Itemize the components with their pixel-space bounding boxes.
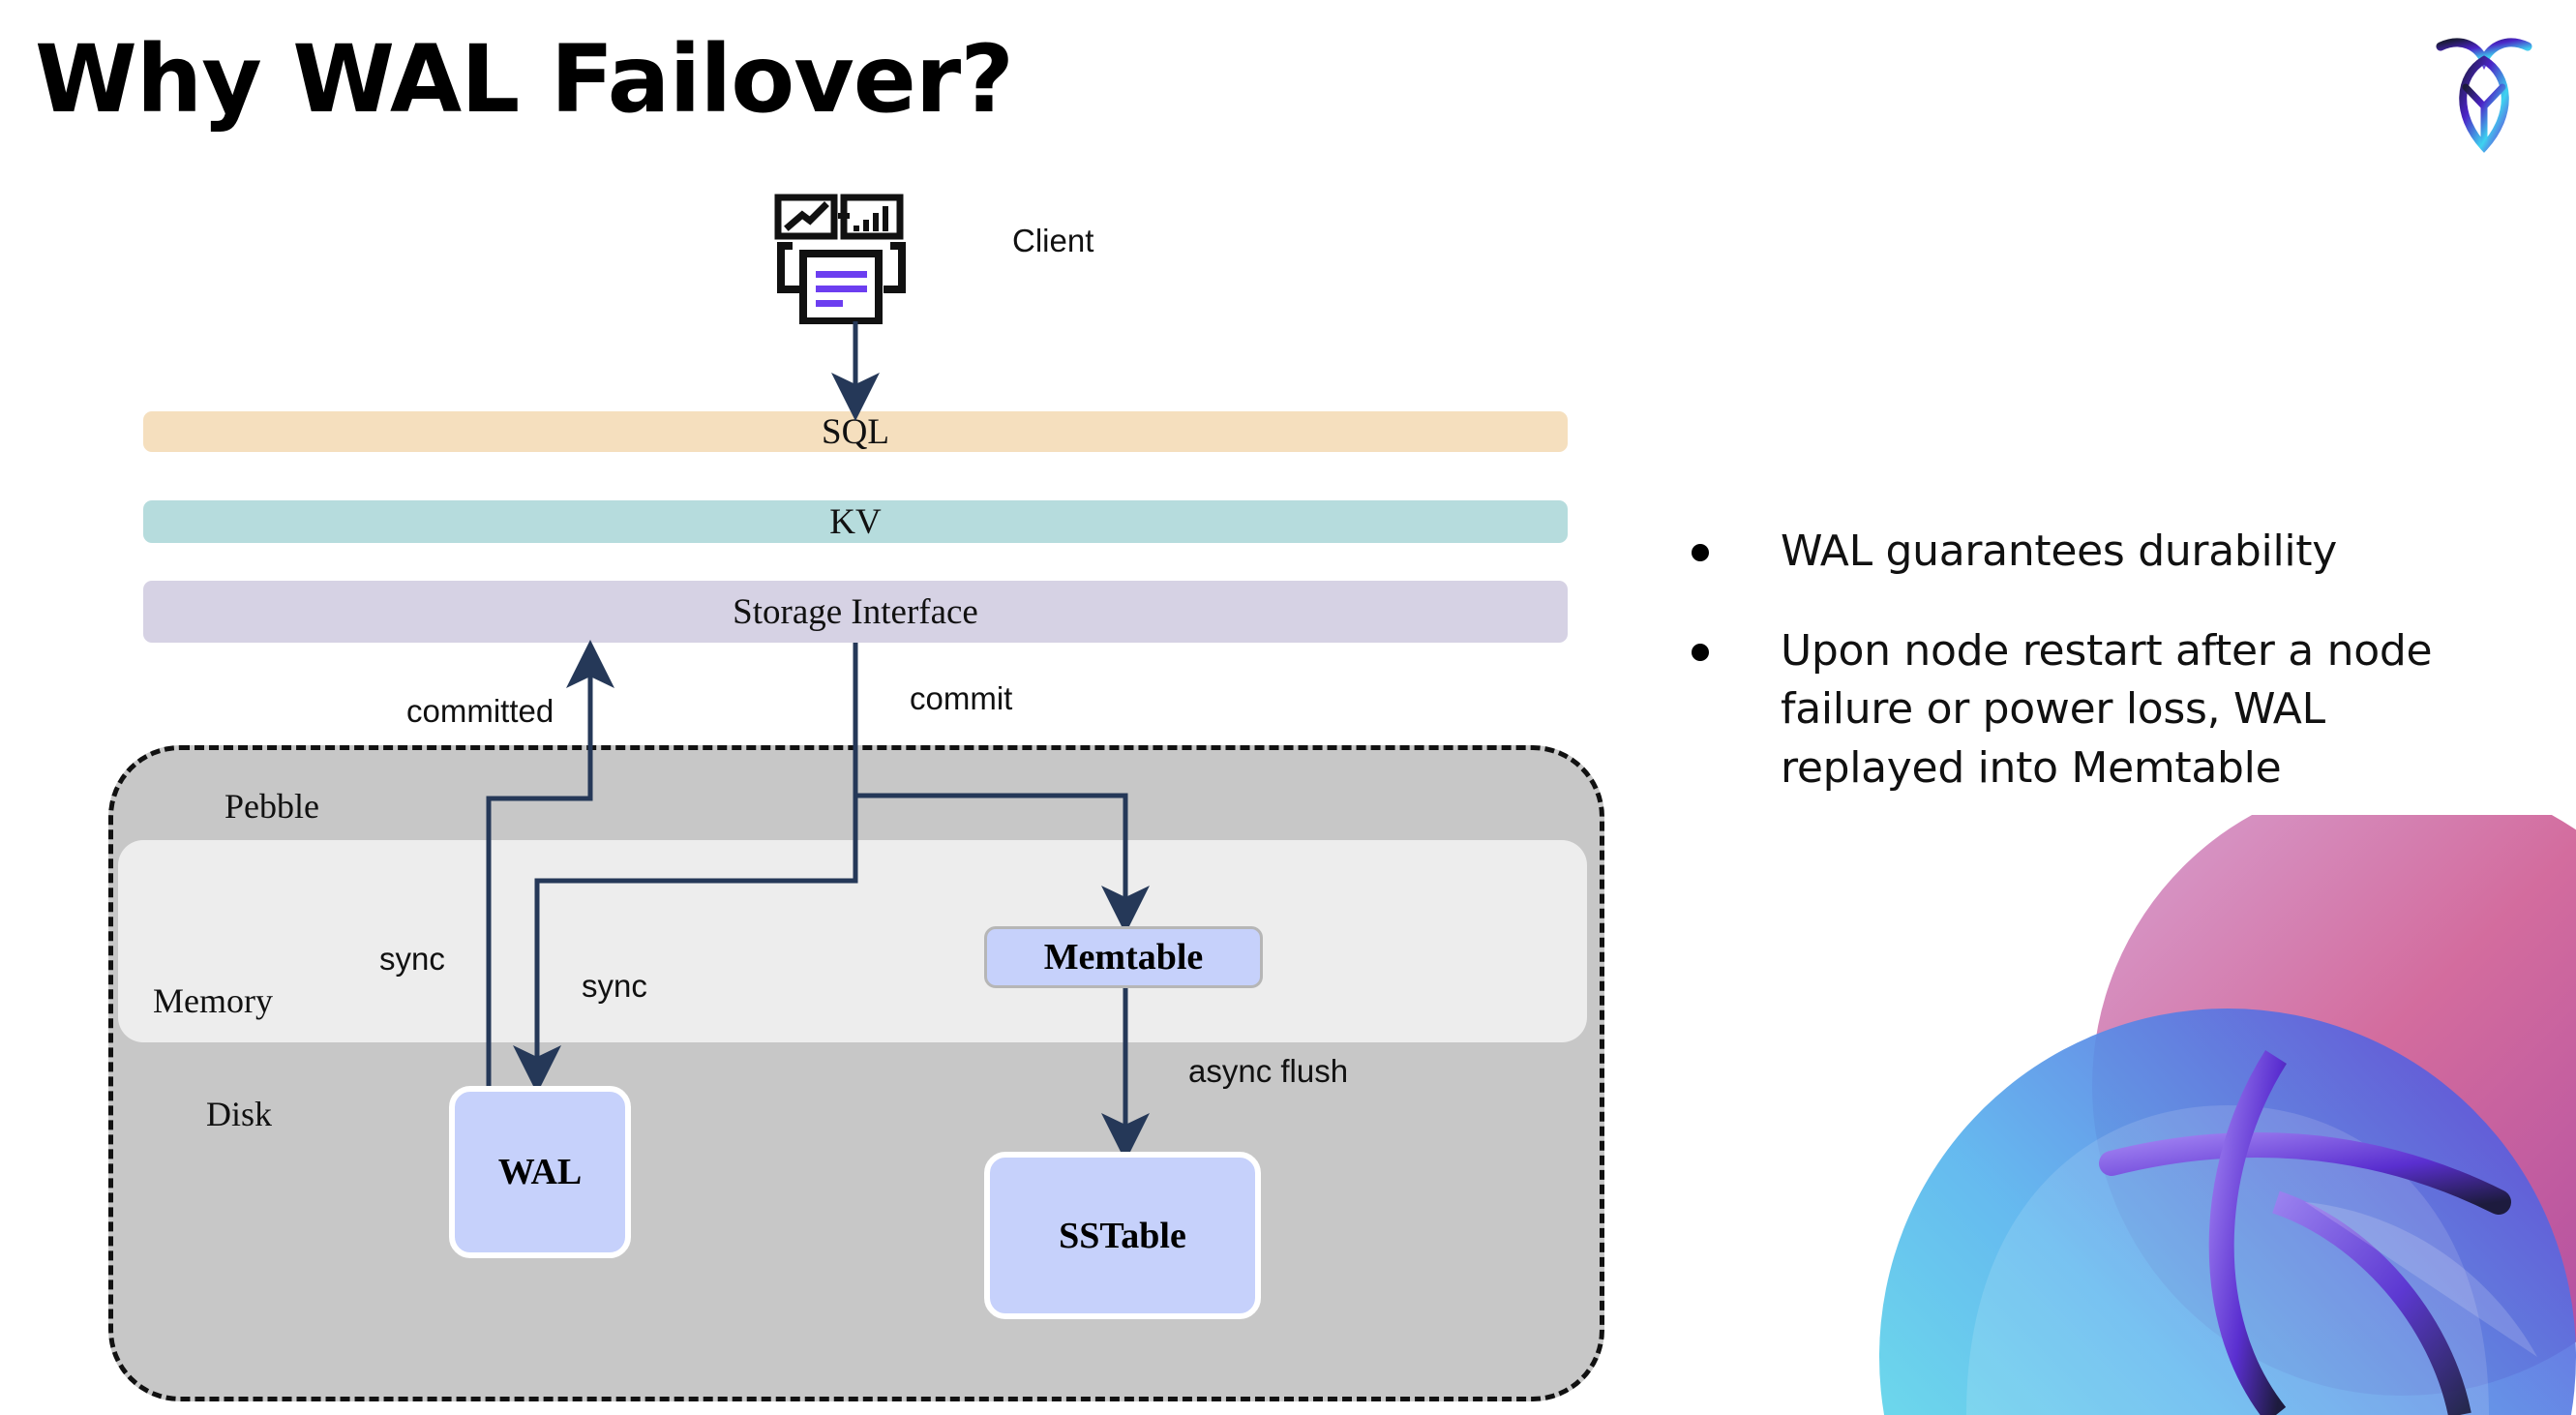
node-wal: WAL	[449, 1086, 631, 1258]
edge-committed-to-storage	[486, 640, 614, 1086]
bullet-list: WAL guarantees durability Upon node rest…	[1692, 523, 2485, 839]
client-label: Client	[1012, 223, 1094, 258]
edge-label-sync-right: sync	[582, 968, 647, 1004]
edge-label-async-flush: async flush	[1188, 1053, 1349, 1089]
edge-label-commit: commit	[910, 680, 1013, 716]
architecture-diagram: Client SQL KV Storage Interface Pebble M…	[108, 194, 1604, 1401]
edge-label-committed: committed	[406, 693, 554, 729]
layer-label-storage: Storage Interface	[733, 591, 978, 632]
node-memtable: Memtable	[984, 926, 1263, 988]
layer-label-kv: KV	[829, 501, 882, 542]
bullet-text: WAL guarantees durability	[1781, 527, 2337, 576]
memory-region	[118, 840, 1587, 1042]
bullet-dot-icon	[1692, 544, 1709, 561]
memory-label: Memory	[153, 981, 273, 1020]
list-item: Upon node restart after a node failure o…	[1692, 622, 2485, 798]
disk-label: Disk	[206, 1095, 273, 1133]
node-label-memtable: Memtable	[1043, 937, 1204, 978]
bullet-dot-icon	[1692, 643, 1709, 661]
page-title: Why WAL Failover?	[35, 25, 1014, 134]
layer-bar-kv: KV	[143, 500, 1568, 543]
list-item: WAL guarantees durability	[1692, 523, 2485, 582]
node-sstable: SSTable	[984, 1152, 1261, 1319]
node-label-sstable: SSTable	[1059, 1215, 1186, 1256]
edge-label-sync-left: sync	[379, 941, 445, 977]
pebble-label: Pebble	[225, 787, 319, 826]
layer-bar-storage: Storage Interface	[143, 581, 1568, 643]
cockroach-gradient-art-icon	[1879, 815, 2576, 1415]
edge-sync-to-wal	[513, 643, 858, 1094]
node-label-wal: WAL	[497, 1152, 583, 1192]
client-dashboard-icon	[774, 194, 906, 324]
cockroach-logo-icon	[2436, 38, 2532, 153]
bullet-text: Upon node restart after a node failure o…	[1781, 625, 2433, 794]
diagram-connectors	[486, 321, 1150, 1161]
